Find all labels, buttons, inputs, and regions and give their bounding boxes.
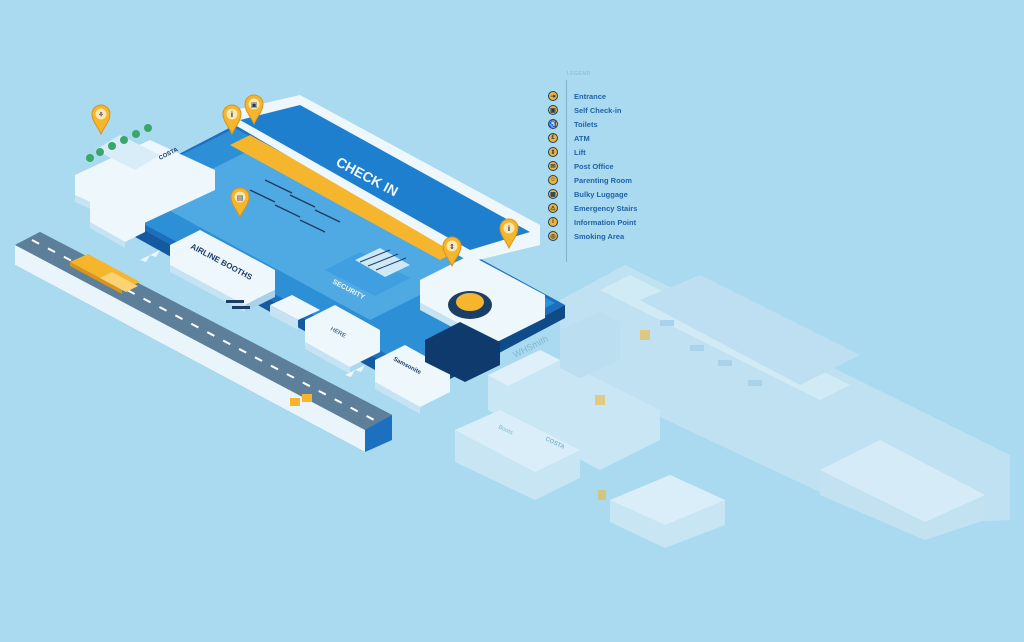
self-check-in-icon: ▣ [251, 101, 258, 109]
information-point-icon: i [231, 111, 233, 119]
legend-item-label: Self Check-in [574, 105, 622, 115]
legend-item-label: ATM [574, 133, 590, 143]
post-office-icon: ✉ [548, 161, 558, 171]
trees [86, 124, 152, 162]
legend-divider [566, 80, 567, 262]
legend-item-post-office[interactable]: ✉ Post Office [548, 160, 614, 172]
bulky-luggage-icon: ▦ [548, 189, 558, 199]
smoking-area-icon: ◎ [548, 231, 558, 241]
legend-item-entrance[interactable]: ⇥ Entrance [548, 90, 606, 102]
legend-item-emergency-stairs[interactable]: ⚠ Emergency Stairs [548, 202, 637, 214]
legend-item-information-point[interactable]: i Information Point [548, 216, 636, 228]
legend-item-self-check-in[interactable]: ▣ Self Check-in [548, 104, 622, 116]
parenting-room-icon: ⚘ [98, 111, 104, 119]
legend-item-label: Post Office [574, 161, 614, 171]
legend-item-smoking-area[interactable]: ◎ Smoking Area [548, 230, 624, 242]
legend-item-label: Bulky Luggage [574, 189, 628, 199]
entrance-arrows [140, 250, 365, 377]
road-markings [31, 239, 379, 423]
information-point-icon: i [548, 217, 558, 227]
lift-icon: ⇕ [548, 147, 558, 157]
atm-icon: ▤ [237, 194, 244, 202]
parenting-room-icon: ☺ [548, 175, 558, 185]
legend-item-label: Smoking Area [574, 231, 625, 241]
information-point-icon: i [508, 225, 510, 233]
information-point-pin[interactable]: i [222, 104, 242, 136]
legend-item-toilets[interactable]: ♿ Toilets [548, 118, 598, 130]
legend-item-label: Toilets [574, 119, 598, 129]
entrance-icon: ⇥ [548, 91, 558, 101]
legend-item-label: Information Point [574, 217, 637, 227]
bus-shelters [70, 254, 140, 294]
escalator [355, 248, 410, 277]
map-pins[interactable]: ⚘ i ▣ ▤ i ⇕ [91, 94, 519, 268]
toilets-icon: ♿ [548, 119, 558, 129]
legend-item-atm[interactable]: £ ATM [548, 132, 590, 144]
lift-icon: ⇕ [449, 243, 455, 251]
legend-item-bulky-luggage[interactable]: ▦ Bulky Luggage [548, 188, 628, 200]
atm-icon: £ [548, 133, 558, 143]
ghost-terminal-area: WHSmith COSTA Boots [455, 265, 1010, 548]
self-check-in-pin[interactable]: ▣ [244, 94, 264, 126]
legend-item-lift[interactable]: ⇕ Lift [548, 146, 586, 158]
bench-rows [226, 300, 312, 406]
legend-item-label: Parenting Room [574, 175, 632, 185]
lift-pin[interactable]: ⇕ [442, 236, 462, 268]
terminal-building[interactable]: CHECK IN COSTA AIRLINE BOOTHS HERE [75, 95, 565, 414]
information-point-pin[interactable]: i [499, 218, 519, 250]
parenting-room-pin[interactable]: ⚘ [91, 104, 111, 136]
legend-item-label: Lift [574, 147, 586, 157]
emergency-stairs-icon: ⚠ [548, 203, 558, 213]
road [15, 232, 392, 452]
emergency-stairs [448, 291, 492, 319]
legend-item-parenting-room[interactable]: ☺ Parenting Room [548, 174, 632, 186]
legend-item-label: Entrance [574, 91, 607, 101]
legend-title: LEGEND [567, 71, 591, 77]
atm-pin[interactable]: ▤ [230, 187, 250, 219]
ghost-desks [595, 320, 762, 500]
check-in-desks [249, 179, 341, 233]
self-check-in-icon: ▣ [548, 105, 558, 115]
legend-item-label: Emergency Stairs [574, 203, 638, 213]
